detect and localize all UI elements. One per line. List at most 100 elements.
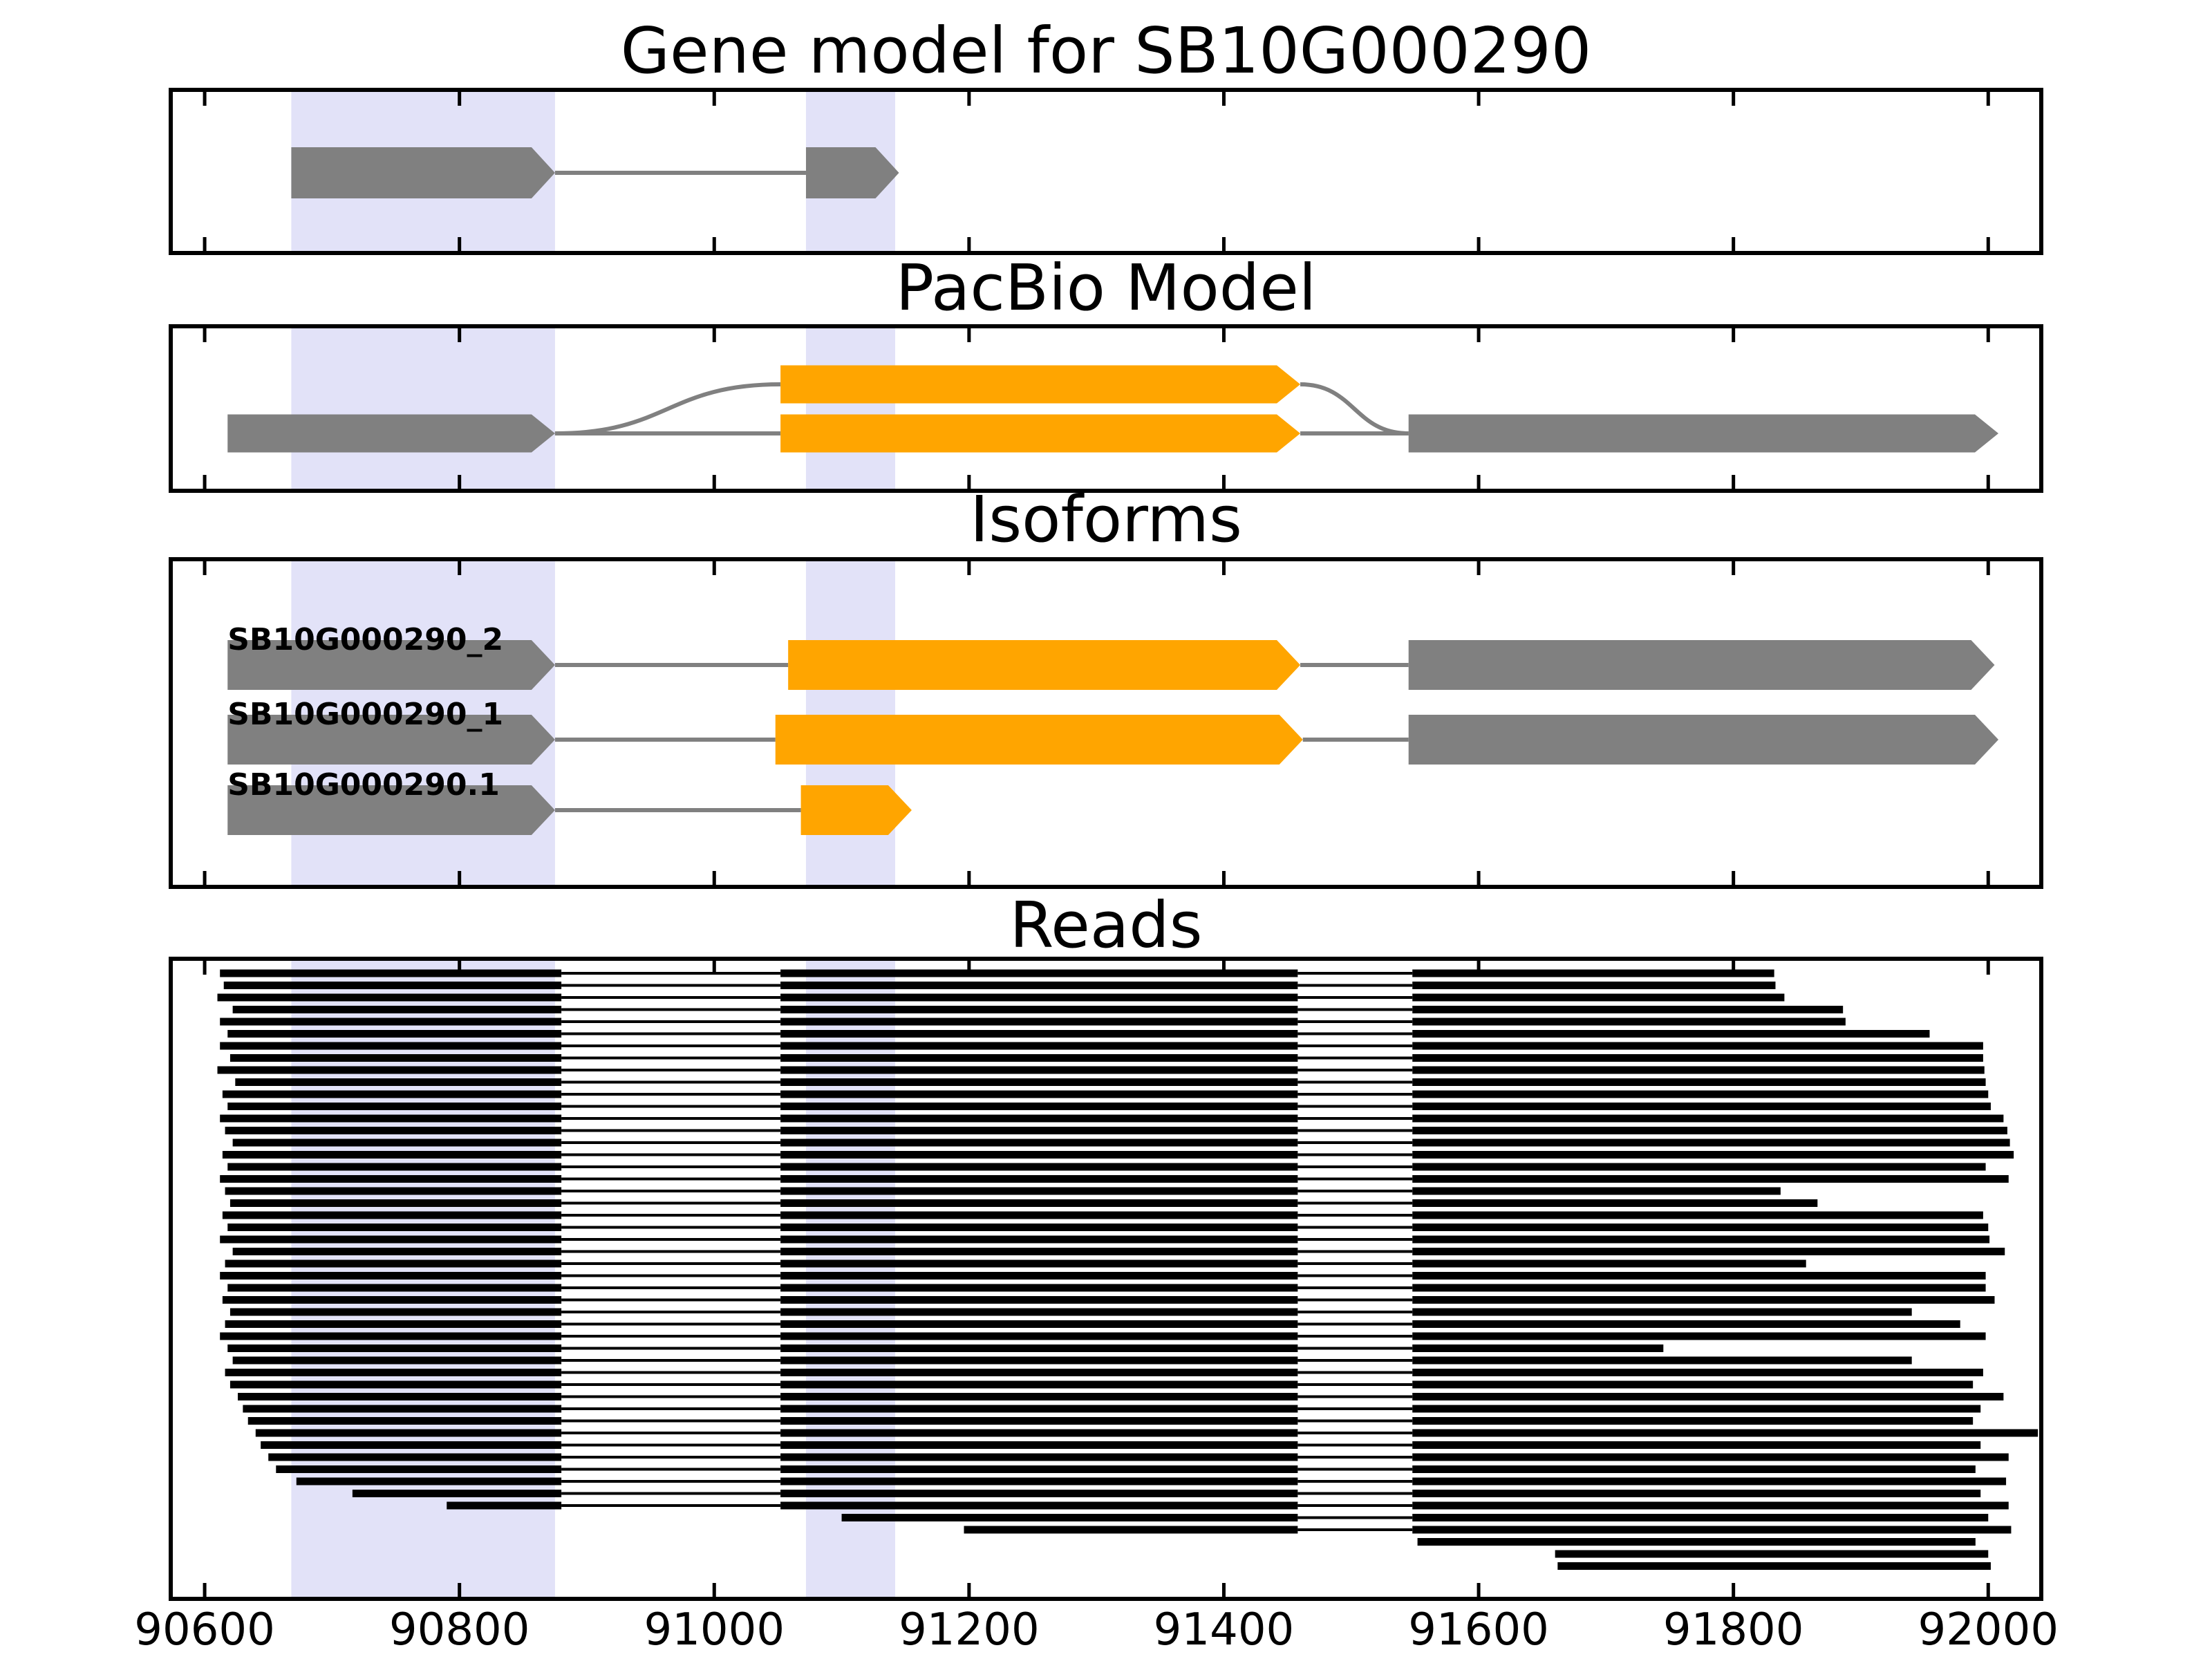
read-exon-bar — [780, 1018, 1298, 1026]
read-exon-bar — [1412, 1441, 1981, 1449]
read-exon-bar — [780, 1103, 1298, 1110]
read-intron-line — [1297, 1395, 1413, 1398]
read-intron-line — [561, 1153, 781, 1156]
read-intron-line — [1297, 972, 1413, 975]
read-intron-line — [1297, 1516, 1413, 1519]
read-exon-bar — [225, 1187, 562, 1195]
read-intron-line — [561, 1274, 781, 1277]
read-exon-bar — [352, 1490, 562, 1497]
read-exon-bar — [780, 982, 1298, 989]
read-exon-bar — [1412, 1090, 1989, 1098]
read-intron-line — [1297, 1214, 1413, 1217]
read-intron-line — [561, 1371, 781, 1374]
read-exon-bar — [780, 1138, 1298, 1147]
read-intron-line — [1297, 1177, 1413, 1181]
read-intron-line — [1297, 1492, 1413, 1495]
read-intron-line — [561, 1298, 781, 1302]
read-intron-line — [561, 1456, 781, 1459]
highlight-band — [291, 328, 555, 489]
read-intron-line — [561, 1201, 781, 1205]
read-exon-bar — [1412, 1163, 1986, 1171]
read-intron-line — [561, 1262, 781, 1265]
read-exon-bar — [780, 1465, 1298, 1473]
read-exon-bar — [780, 1211, 1298, 1219]
read-exon-bar — [1412, 1066, 1985, 1074]
read-exon-bar — [222, 1211, 562, 1219]
read-exon-bar — [1412, 1393, 2004, 1400]
read-intron-line — [561, 1443, 781, 1447]
read-intron-line — [561, 1117, 781, 1120]
read-exon-bar — [1412, 1042, 1983, 1050]
read-intron-line — [1297, 1129, 1413, 1132]
read-intron-line — [561, 1492, 781, 1495]
read-exon-bar — [1412, 993, 1785, 1002]
read-exon-bar — [220, 1018, 562, 1026]
read-intron-line — [561, 984, 781, 987]
read-exon-bar — [780, 1477, 1298, 1485]
read-exon-bar — [780, 1114, 1298, 1123]
read-intron-line — [561, 1480, 781, 1483]
read-exon-bar — [261, 1441, 562, 1449]
read-exon-bar — [780, 1320, 1298, 1328]
read-exon-bar — [1412, 1344, 1664, 1352]
read-exon-bar — [780, 1284, 1298, 1292]
isoform-exon — [227, 785, 555, 835]
read-exon-bar — [1412, 1526, 2012, 1534]
read-intron-line — [561, 1322, 781, 1326]
read-intron-line — [1297, 984, 1413, 987]
read-exon-bar — [227, 1344, 562, 1352]
highlight-band — [805, 328, 895, 489]
read-intron-line — [1297, 1044, 1413, 1047]
read-intron-line — [561, 1432, 781, 1434]
read-intron-line — [1297, 1322, 1413, 1326]
read-exon-bar — [780, 1453, 1298, 1461]
x-tick-label: 91800 — [1662, 1604, 1804, 1656]
read-exon-bar — [1412, 1514, 1989, 1521]
read-intron-line — [561, 1177, 781, 1181]
read-exon-bar — [841, 1514, 1298, 1521]
read-exon-bar — [296, 1477, 562, 1485]
isoform-exon — [227, 715, 555, 765]
read-intron-line — [1297, 1008, 1413, 1011]
read-intron-line — [561, 1395, 781, 1398]
read-intron-line — [561, 1407, 781, 1410]
read-intron-line — [561, 1468, 781, 1471]
panel-title-isoforms: Isoforms — [970, 482, 1242, 556]
read-exon-bar — [222, 1296, 562, 1304]
read-intron-line — [1297, 1298, 1413, 1302]
pacbio-exon — [780, 414, 1301, 453]
read-exon-bar — [780, 1248, 1298, 1255]
read-exon-bar — [1412, 1175, 2009, 1183]
read-exon-bar — [1412, 1224, 1989, 1231]
read-intron-line — [561, 1419, 781, 1423]
isoform-exon — [1408, 715, 1999, 765]
read-exon-bar — [1417, 1538, 1976, 1546]
panel-title-pacbio: PacBio Model — [895, 251, 1317, 325]
splice-curve — [554, 382, 781, 435]
read-exon-bar — [780, 1175, 1298, 1183]
read-exon-bar — [780, 1030, 1298, 1038]
read-intron-line — [561, 1214, 781, 1217]
read-intron-line — [1297, 1432, 1413, 1434]
read-exon-bar — [780, 1090, 1298, 1098]
read-exon-bar — [780, 1006, 1298, 1013]
read-intron-line — [1297, 1443, 1413, 1447]
read-intron-line — [561, 1056, 781, 1060]
read-exon-bar — [1412, 1380, 1974, 1389]
read-exon-bar — [217, 993, 562, 1002]
read-intron-line — [561, 1020, 781, 1023]
panel-title-gene-model: Gene model for SB10G000290 — [620, 14, 1592, 88]
read-exon-bar — [780, 1066, 1298, 1074]
read-intron-line — [1297, 1117, 1413, 1120]
read-intron-line — [561, 1504, 781, 1507]
read-exon-bar — [268, 1453, 562, 1461]
read-intron-line — [561, 1238, 781, 1241]
read-exon-bar — [1412, 1477, 2007, 1485]
read-exon-bar — [780, 1054, 1298, 1062]
read-exon-bar — [1412, 1453, 2009, 1461]
x-tick-label: 90800 — [388, 1604, 530, 1656]
read-intron-line — [561, 1044, 781, 1047]
read-intron-line — [561, 1093, 781, 1096]
read-intron-line — [1297, 1504, 1413, 1507]
read-exon-bar — [780, 1296, 1298, 1304]
